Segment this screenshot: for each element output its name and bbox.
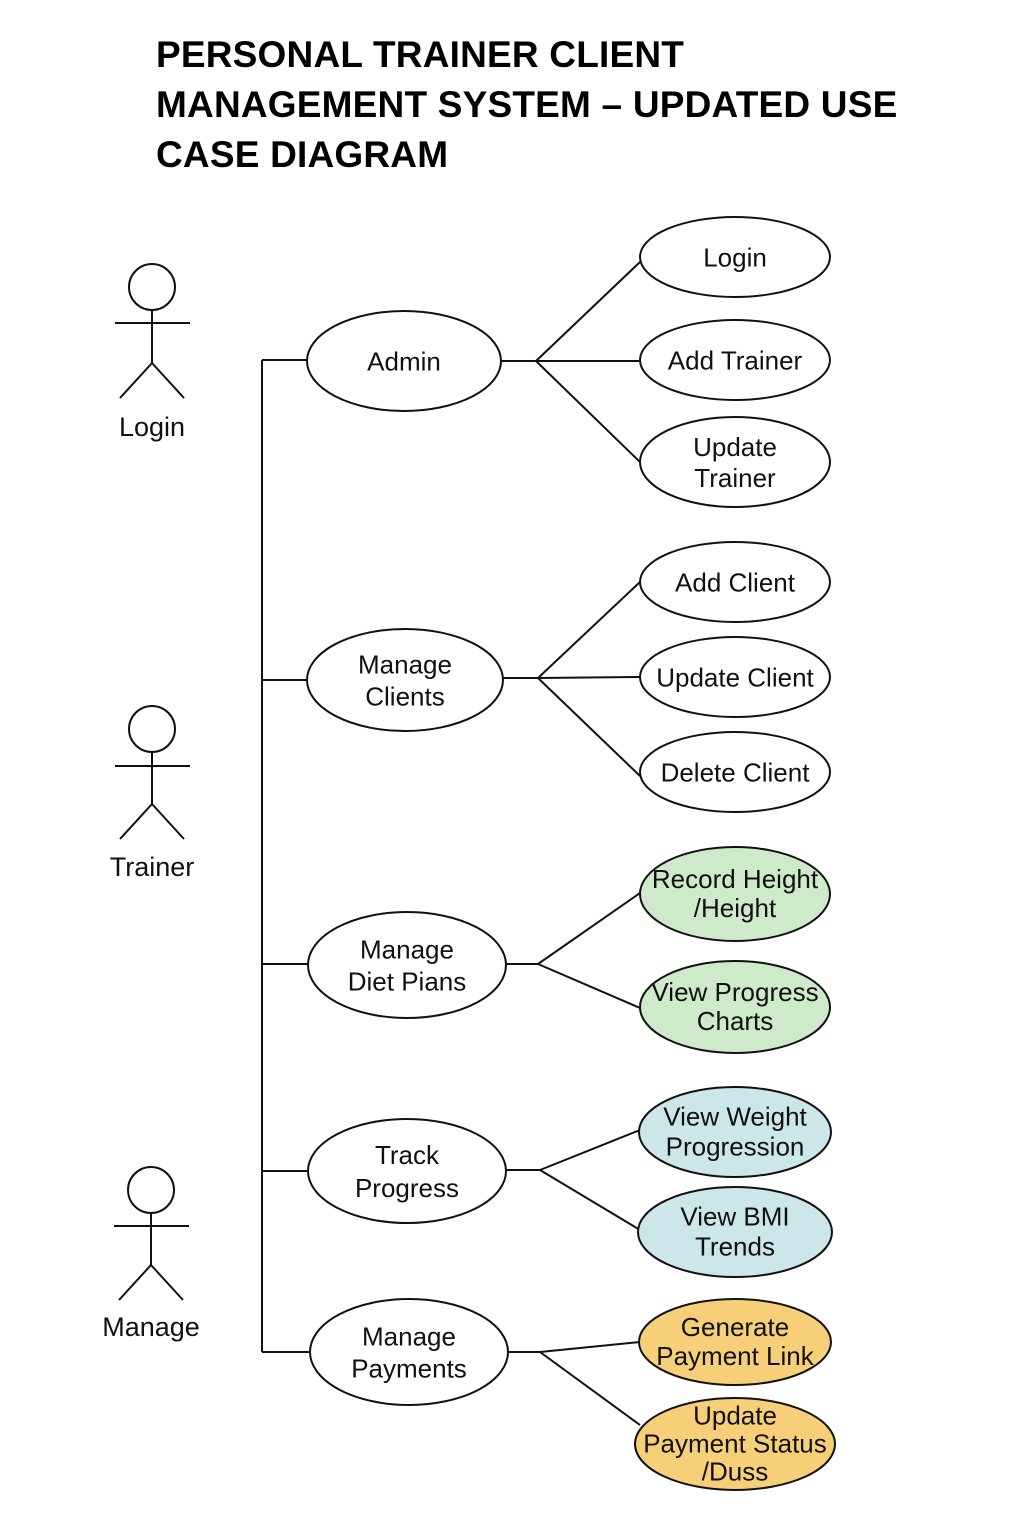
- use-case-ellipse: [637, 1186, 833, 1278]
- diagram-title-line-2: MANAGEMENT SYSTEM – UPDATED USE: [156, 84, 898, 125]
- stick-figure-icon: [115, 263, 190, 399]
- use-case-label: Admin: [367, 346, 441, 376]
- use-case-ellipse: [306, 310, 502, 412]
- diagram-title-line-1: PERSONAL TRAINER CLIENT: [156, 34, 685, 75]
- use-case-ellipse: [639, 416, 831, 508]
- use-case-label: Progress: [355, 1173, 459, 1203]
- use-case-ellipse: [639, 731, 831, 813]
- use-case-label: /Height: [694, 893, 777, 923]
- use-case-label: Add Client: [675, 567, 796, 597]
- use-case-admin: Admin: [306, 310, 502, 412]
- use-case-label: Diet Pians: [348, 966, 467, 996]
- use-case-update-client: Update Client: [639, 636, 831, 718]
- diagram-title-line-3: CASE DIAGRAM: [156, 134, 449, 175]
- use-case-ellipse: [639, 319, 831, 401]
- use-case-ellipse: [639, 541, 831, 623]
- use-case-label: View BMI: [680, 1202, 789, 1232]
- use-case-label: Record Height: [652, 864, 819, 894]
- use-case-ellipse: [639, 960, 831, 1054]
- stick-figure-icon: [114, 1166, 189, 1301]
- use-case-label: Charts: [697, 1006, 774, 1036]
- use-case-label: Add Trainer: [668, 345, 803, 375]
- use-case-label: Manage: [360, 934, 454, 964]
- use-case-ellipse: [634, 1397, 836, 1491]
- actor-label-login: Login: [119, 412, 185, 442]
- use-case-add-client: Add Client: [639, 541, 831, 623]
- use-case-ellipse: [309, 1298, 509, 1406]
- use-case-record-height: Record Height/Height: [639, 846, 831, 942]
- actor-label-trainer: Trainer: [110, 852, 195, 882]
- use-case-label: Clients: [365, 681, 444, 711]
- use-case-label: Login: [703, 242, 767, 272]
- use-case-label: Update Client: [656, 662, 814, 692]
- use-case-label: View Weight: [663, 1102, 807, 1132]
- use-case-label: Trends: [695, 1232, 775, 1262]
- use-case-delete-client: Delete Client: [639, 731, 831, 813]
- use-case-label: Manage: [362, 1321, 456, 1351]
- use-case-ellipse: [307, 1118, 507, 1224]
- use-case-label: Trainer: [694, 463, 776, 493]
- use-case-login: Login: [639, 216, 831, 298]
- actor-trainer: Trainer: [110, 705, 195, 882]
- use-case-ellipse: [639, 216, 831, 298]
- use-case-ellipse: [307, 911, 507, 1019]
- use-case-add-trainer: Add Trainer: [639, 319, 831, 401]
- use-case-label: /Duss: [702, 1457, 768, 1487]
- use-case-label: Payment Status: [643, 1429, 827, 1459]
- use-case-ellipse: [638, 1298, 832, 1386]
- actor-manage: Manage: [102, 1166, 200, 1342]
- use-case-label: View Progress: [651, 977, 818, 1007]
- use-case-label: Progression: [666, 1132, 805, 1162]
- use-case-label: Delete Client: [661, 757, 811, 787]
- use-case-ellipse: [639, 636, 831, 718]
- use-case-label: Update: [693, 432, 777, 462]
- use-case-label: Track: [375, 1140, 440, 1170]
- use-case-ellipse: [638, 1086, 832, 1178]
- use-case-label: Generate: [681, 1312, 789, 1342]
- use-case-ellipse: [306, 628, 504, 732]
- use-case-ellipse: [639, 846, 831, 942]
- actor-login: Login: [115, 263, 190, 442]
- actor-label-manage: Manage: [102, 1312, 200, 1342]
- use-case-label: Update: [693, 1401, 777, 1431]
- use-case-label: Payments: [351, 1353, 467, 1383]
- use-case-label: Payment Link: [656, 1341, 815, 1371]
- stick-figure-icon: [115, 705, 190, 840]
- use-case-label: Manage: [358, 649, 452, 679]
- connector-lines: [261, 261, 641, 1426]
